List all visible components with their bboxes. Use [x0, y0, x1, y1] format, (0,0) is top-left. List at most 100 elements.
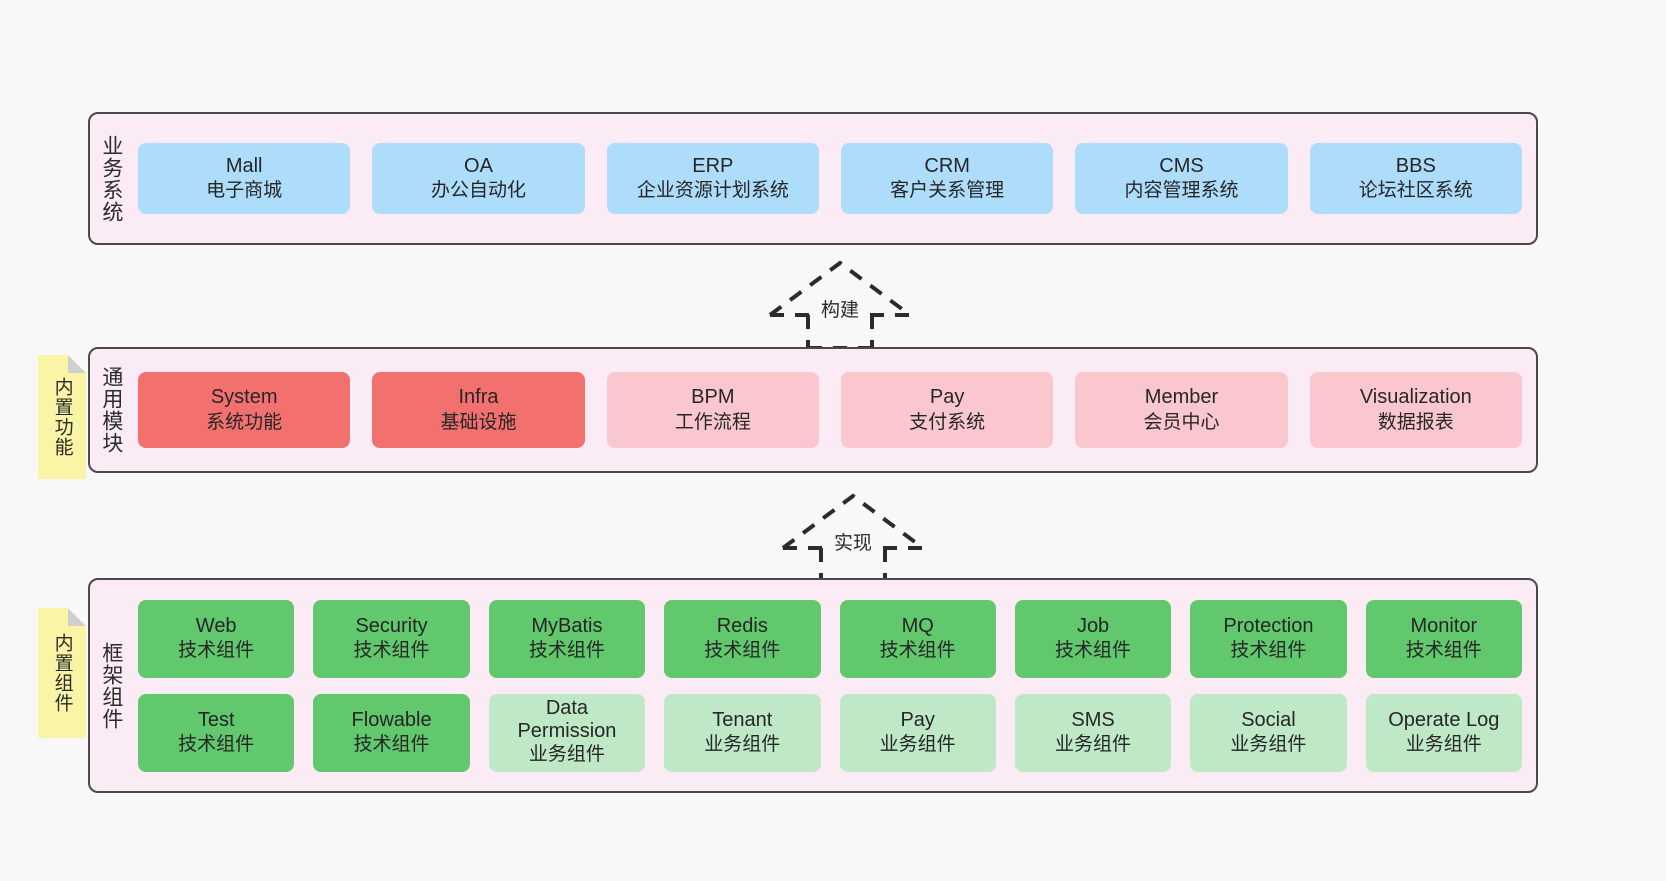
layer-framework-component: 框架组件 Web 技术组件 Security 技术组件 MyBatis 技术组件… — [88, 578, 1538, 793]
node-subtitle: 技术组件 — [528, 640, 605, 662]
node-subtitle: 技术组件 — [178, 640, 255, 662]
layer-body-framework-component: Web 技术组件 Security 技术组件 MyBatis 技术组件 Redi… — [132, 580, 1536, 791]
node-redis[interactable]: Redis 技术组件 — [664, 599, 821, 678]
node-sms[interactable]: SMS 业务组件 — [1014, 693, 1172, 772]
note-label: 内置组件 — [51, 633, 73, 713]
node-subtitle: 基础设施 — [440, 411, 517, 433]
node-title: BPM — [691, 386, 735, 409]
node-subtitle: 业务组件 — [704, 734, 781, 756]
node-title: MQ — [901, 614, 934, 637]
node-subtitle: 技术组件 — [178, 734, 255, 756]
node-title: Security — [355, 614, 428, 637]
node-test[interactable]: Test 技术组件 — [138, 693, 295, 772]
node-social[interactable]: Social 业务组件 — [1190, 693, 1347, 772]
node-mall[interactable]: Mall 电子商城 — [138, 143, 351, 214]
node-monitor[interactable]: Monitor 技术组件 — [1365, 599, 1522, 678]
node-title: Test — [197, 708, 235, 731]
node-infra[interactable]: Infra 基础设施 — [372, 372, 585, 448]
node-job[interactable]: Job 技术组件 — [1014, 599, 1172, 678]
node-protection[interactable]: Protection 技术组件 — [1190, 599, 1347, 678]
node-visualization[interactable]: Visualization 数据报表 — [1309, 372, 1522, 448]
node-title: Web — [195, 614, 237, 637]
node-pay-component[interactable]: Pay 业务组件 — [839, 693, 996, 772]
node-title: Flowable — [351, 708, 432, 731]
node-subtitle: 技术组件 — [704, 640, 781, 662]
node-subtitle: 工作流程 — [674, 411, 751, 433]
node-data-permission[interactable]: Data Permission 业务组件 — [488, 693, 646, 772]
layer-label-framework-component: 框架组件 — [99, 641, 123, 730]
node-flowable[interactable]: Flowable 技术组件 — [313, 693, 470, 772]
note-builtin-function: 内置功能 — [38, 355, 86, 479]
node-title: CRM — [924, 154, 970, 177]
node-title: OA — [464, 154, 493, 177]
node-bpm[interactable]: BPM 工作流程 — [606, 372, 819, 448]
node-row: Mall 电子商城 OA 办公自动化 ERP 企业资源计划系统 CRM 客户关系… — [138, 143, 1522, 214]
note-label: 内置功能 — [51, 377, 73, 457]
node-title: Mall — [225, 154, 263, 177]
node-subtitle: 内容管理系统 — [1124, 180, 1239, 202]
node-title: Protection — [1223, 614, 1314, 637]
node-title: Pay — [900, 708, 935, 731]
node-cms[interactable]: CMS 内容管理系统 — [1075, 143, 1288, 214]
node-tenant[interactable]: Tenant 业务组件 — [664, 693, 821, 772]
node-subtitle: 企业资源计划系统 — [636, 180, 789, 202]
node-security[interactable]: Security 技术组件 — [313, 599, 470, 678]
node-title: Redis — [716, 614, 768, 637]
node-title: Monitor — [1410, 614, 1478, 637]
arrow-implement-label: 实现 — [832, 528, 874, 555]
node-title: Visualization — [1359, 386, 1472, 409]
node-row: Web 技术组件 Security 技术组件 MyBatis 技术组件 Redi… — [138, 599, 1522, 678]
layer-label-common-module: 通用模块 — [99, 366, 123, 454]
node-title: Pay — [929, 386, 965, 409]
node-operate-log[interactable]: Operate Log 业务组件 — [1365, 693, 1522, 772]
node-subtitle: 电子商城 — [206, 180, 283, 202]
node-subtitle: 业务组件 — [879, 734, 956, 756]
node-title: CMS — [1159, 154, 1204, 177]
arrow-build: 构建 — [755, 255, 925, 350]
node-title: SMS — [1071, 708, 1115, 731]
node-subtitle: 业务组件 — [1405, 734, 1482, 756]
node-subtitle: 业务组件 — [528, 744, 605, 766]
node-title: Job — [1076, 614, 1110, 637]
node-subtitle: 技术组件 — [879, 640, 956, 662]
node-oa[interactable]: OA 办公自动化 — [372, 143, 585, 214]
node-mq[interactable]: MQ 技术组件 — [839, 599, 996, 678]
node-subtitle: 论坛社区系统 — [1358, 180, 1473, 202]
layer-business-system: 业务系统 Mall 电子商城 OA 办公自动化 ERP 企业资源计划系统 CRM… — [88, 112, 1538, 245]
node-title: Social — [1241, 708, 1296, 731]
node-subtitle: 业务组件 — [1230, 734, 1307, 756]
node-subtitle: 会员中心 — [1143, 411, 1220, 433]
node-subtitle: 技术组件 — [353, 640, 430, 662]
layer-label-business-system: 业务系统 — [99, 134, 123, 223]
node-member[interactable]: Member 会员中心 — [1075, 372, 1288, 448]
node-crm[interactable]: CRM 客户关系管理 — [840, 143, 1054, 214]
note-builtin-component: 内置组件 — [38, 608, 86, 738]
node-subtitle: 客户关系管理 — [890, 180, 1005, 202]
layer-body-business-system: Mall 电子商城 OA 办公自动化 ERP 企业资源计划系统 CRM 客户关系… — [132, 114, 1536, 243]
node-title: Operate Log — [1388, 708, 1500, 731]
arrow-build-label: 构建 — [819, 295, 861, 322]
node-row: System 系统功能 Infra 基础设施 BPM 工作流程 Pay 支付系统… — [138, 372, 1522, 448]
arrow-implement: 实现 — [768, 488, 938, 583]
node-system[interactable]: System 系统功能 — [138, 372, 351, 448]
node-title: Infra — [458, 386, 499, 409]
node-subtitle: 业务组件 — [1055, 734, 1132, 756]
node-title: MyBatis — [531, 614, 603, 637]
node-subtitle: 技术组件 — [1230, 640, 1307, 662]
node-row: Test 技术组件 Flowable 技术组件 Data Permission … — [138, 693, 1522, 772]
node-subtitle: 技术组件 — [1055, 640, 1132, 662]
node-title: Tenant — [712, 708, 773, 731]
node-erp[interactable]: ERP 企业资源计划系统 — [606, 143, 819, 214]
node-web[interactable]: Web 技术组件 — [138, 599, 295, 678]
node-subtitle: 系统功能 — [206, 411, 283, 433]
node-bbs[interactable]: BBS 论坛社区系统 — [1309, 143, 1522, 214]
node-title: BBS — [1395, 154, 1436, 177]
layer-common-module: 通用模块 System 系统功能 Infra 基础设施 BPM 工作流程 Pay… — [88, 347, 1538, 473]
node-title: Member — [1144, 386, 1219, 409]
node-title: ERP — [692, 154, 734, 177]
node-subtitle: 办公自动化 — [430, 180, 526, 202]
node-pay-module[interactable]: Pay 支付系统 — [840, 372, 1054, 448]
node-mybatis[interactable]: MyBatis 技术组件 — [488, 599, 646, 678]
node-subtitle: 技术组件 — [353, 734, 430, 756]
